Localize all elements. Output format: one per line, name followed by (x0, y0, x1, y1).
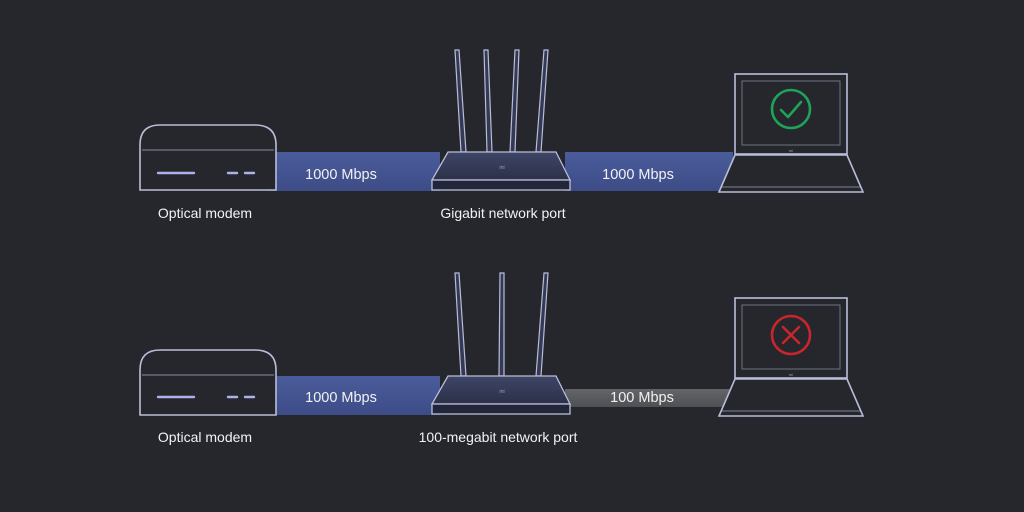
check-circle-icon (770, 88, 812, 130)
router-port-label: Gigabit network port (440, 205, 566, 221)
link-router-to-laptop (565, 389, 733, 407)
optical-modem-icon (139, 349, 277, 416)
modem-label: Optical modem (157, 205, 253, 221)
link-modem-to-router (268, 376, 440, 415)
link-modem-to-router (268, 152, 440, 191)
x-circle-icon (770, 314, 812, 356)
speed-label-router-laptop: 1000 Mbps (602, 166, 674, 183)
modem-label: Optical modem (157, 429, 253, 445)
router-brand-logo: mi (499, 389, 504, 395)
row-2-100-megabit: mi mi (139, 272, 865, 417)
router-brand-logo: mi (499, 165, 504, 171)
laptop-brand-logo: mi (789, 148, 793, 153)
laptop-brand-logo: mi (789, 372, 793, 377)
router-icon: mi (430, 49, 572, 191)
row-1-gigabit: mi mi (139, 49, 865, 193)
router-icon: mi (430, 272, 572, 415)
speed-label-router-laptop: 100 Mbps (610, 389, 674, 406)
router-port-label: 100-megabit network port (418, 429, 578, 445)
optical-modem-icon (139, 124, 277, 191)
laptop-icon: mi (717, 73, 865, 193)
link-router-to-laptop (565, 152, 733, 191)
speed-label-modem-router: 1000 Mbps (305, 166, 377, 183)
speed-label-modem-router: 1000 Mbps (305, 389, 377, 406)
laptop-icon: mi (717, 297, 865, 417)
